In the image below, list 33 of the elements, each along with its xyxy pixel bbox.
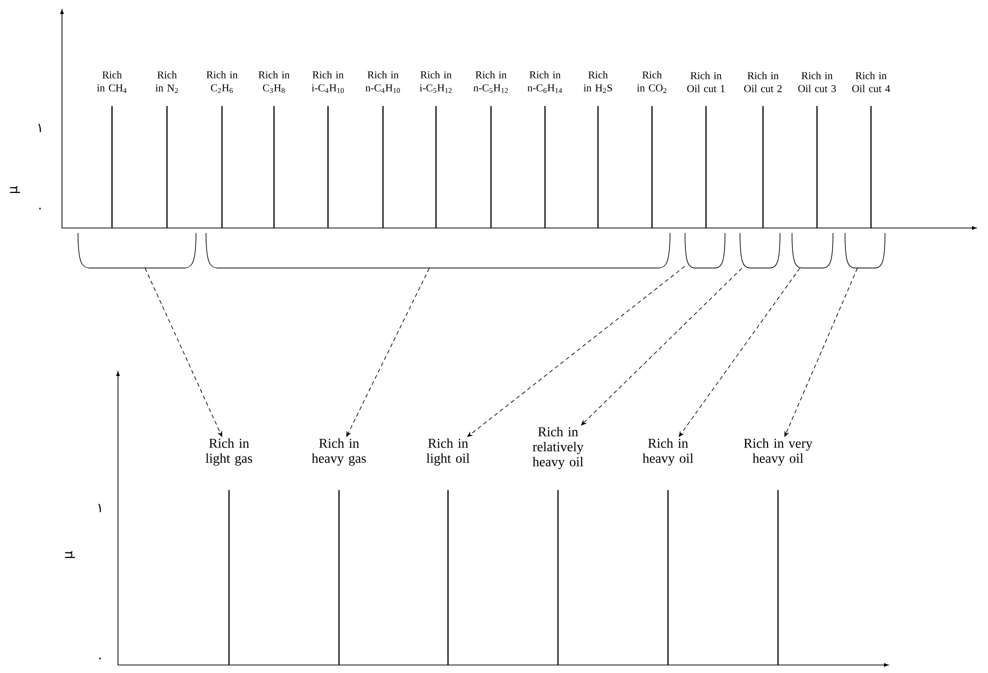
axis-label: ۱ xyxy=(98,504,101,512)
brace xyxy=(78,232,196,268)
category-label: Rich in heavy oil xyxy=(642,438,694,466)
category-label: Rich in n-C$_{4}$H$_{10}$ xyxy=(366,71,400,93)
category-label: Rich in CO$_{2}$ xyxy=(637,71,666,93)
category-label: Rich in i-C$_{4}$H$_{10}$ xyxy=(312,71,344,93)
category-label: Rich in N$_{2}$ xyxy=(156,71,178,93)
category-label: Rich in n-C$_{5}$H$_{12}$ xyxy=(474,71,508,93)
axis-label: μ xyxy=(65,551,75,558)
brace xyxy=(206,232,670,268)
category-label: Rich in CH$_{4}$ xyxy=(97,71,127,93)
axis-label: ۰ xyxy=(99,658,101,660)
category-label: Rich in heavy gas xyxy=(312,438,366,466)
category-label: Rich in n-C$_{6}$H$_{14}$ xyxy=(528,71,562,93)
category-label: Rich in Oil cut 2 xyxy=(744,72,782,92)
brace xyxy=(844,232,886,268)
category-label: Rich in light gas xyxy=(206,438,252,466)
brace xyxy=(740,232,780,268)
brace xyxy=(684,232,726,268)
category-label: Rich in Oil cut 4 xyxy=(852,72,890,92)
category-label: Rich in i-C$_{5}$H$_{12}$ xyxy=(420,71,452,93)
brace xyxy=(792,232,834,268)
category-label: Rich in very heavy oil xyxy=(744,438,812,466)
category-label: Rich in H$_{2}$S xyxy=(584,71,612,93)
axis-label: ۱ xyxy=(38,124,41,132)
category-label: Rich in C$_{2}$H$_{6}$ xyxy=(206,71,238,93)
axis-label: μ xyxy=(10,186,20,194)
category-label: Rich in Oil cut 1 xyxy=(687,72,725,92)
category-label: Rich in relatively heavy oil xyxy=(532,426,584,470)
category-label: Rich in C$_{3}$H$_{8}$ xyxy=(258,71,290,93)
category-label: Rich in Oil cut 3 xyxy=(798,72,836,92)
axis-label: ۰ xyxy=(39,208,41,210)
category-label: Rich in light oil xyxy=(426,438,470,466)
